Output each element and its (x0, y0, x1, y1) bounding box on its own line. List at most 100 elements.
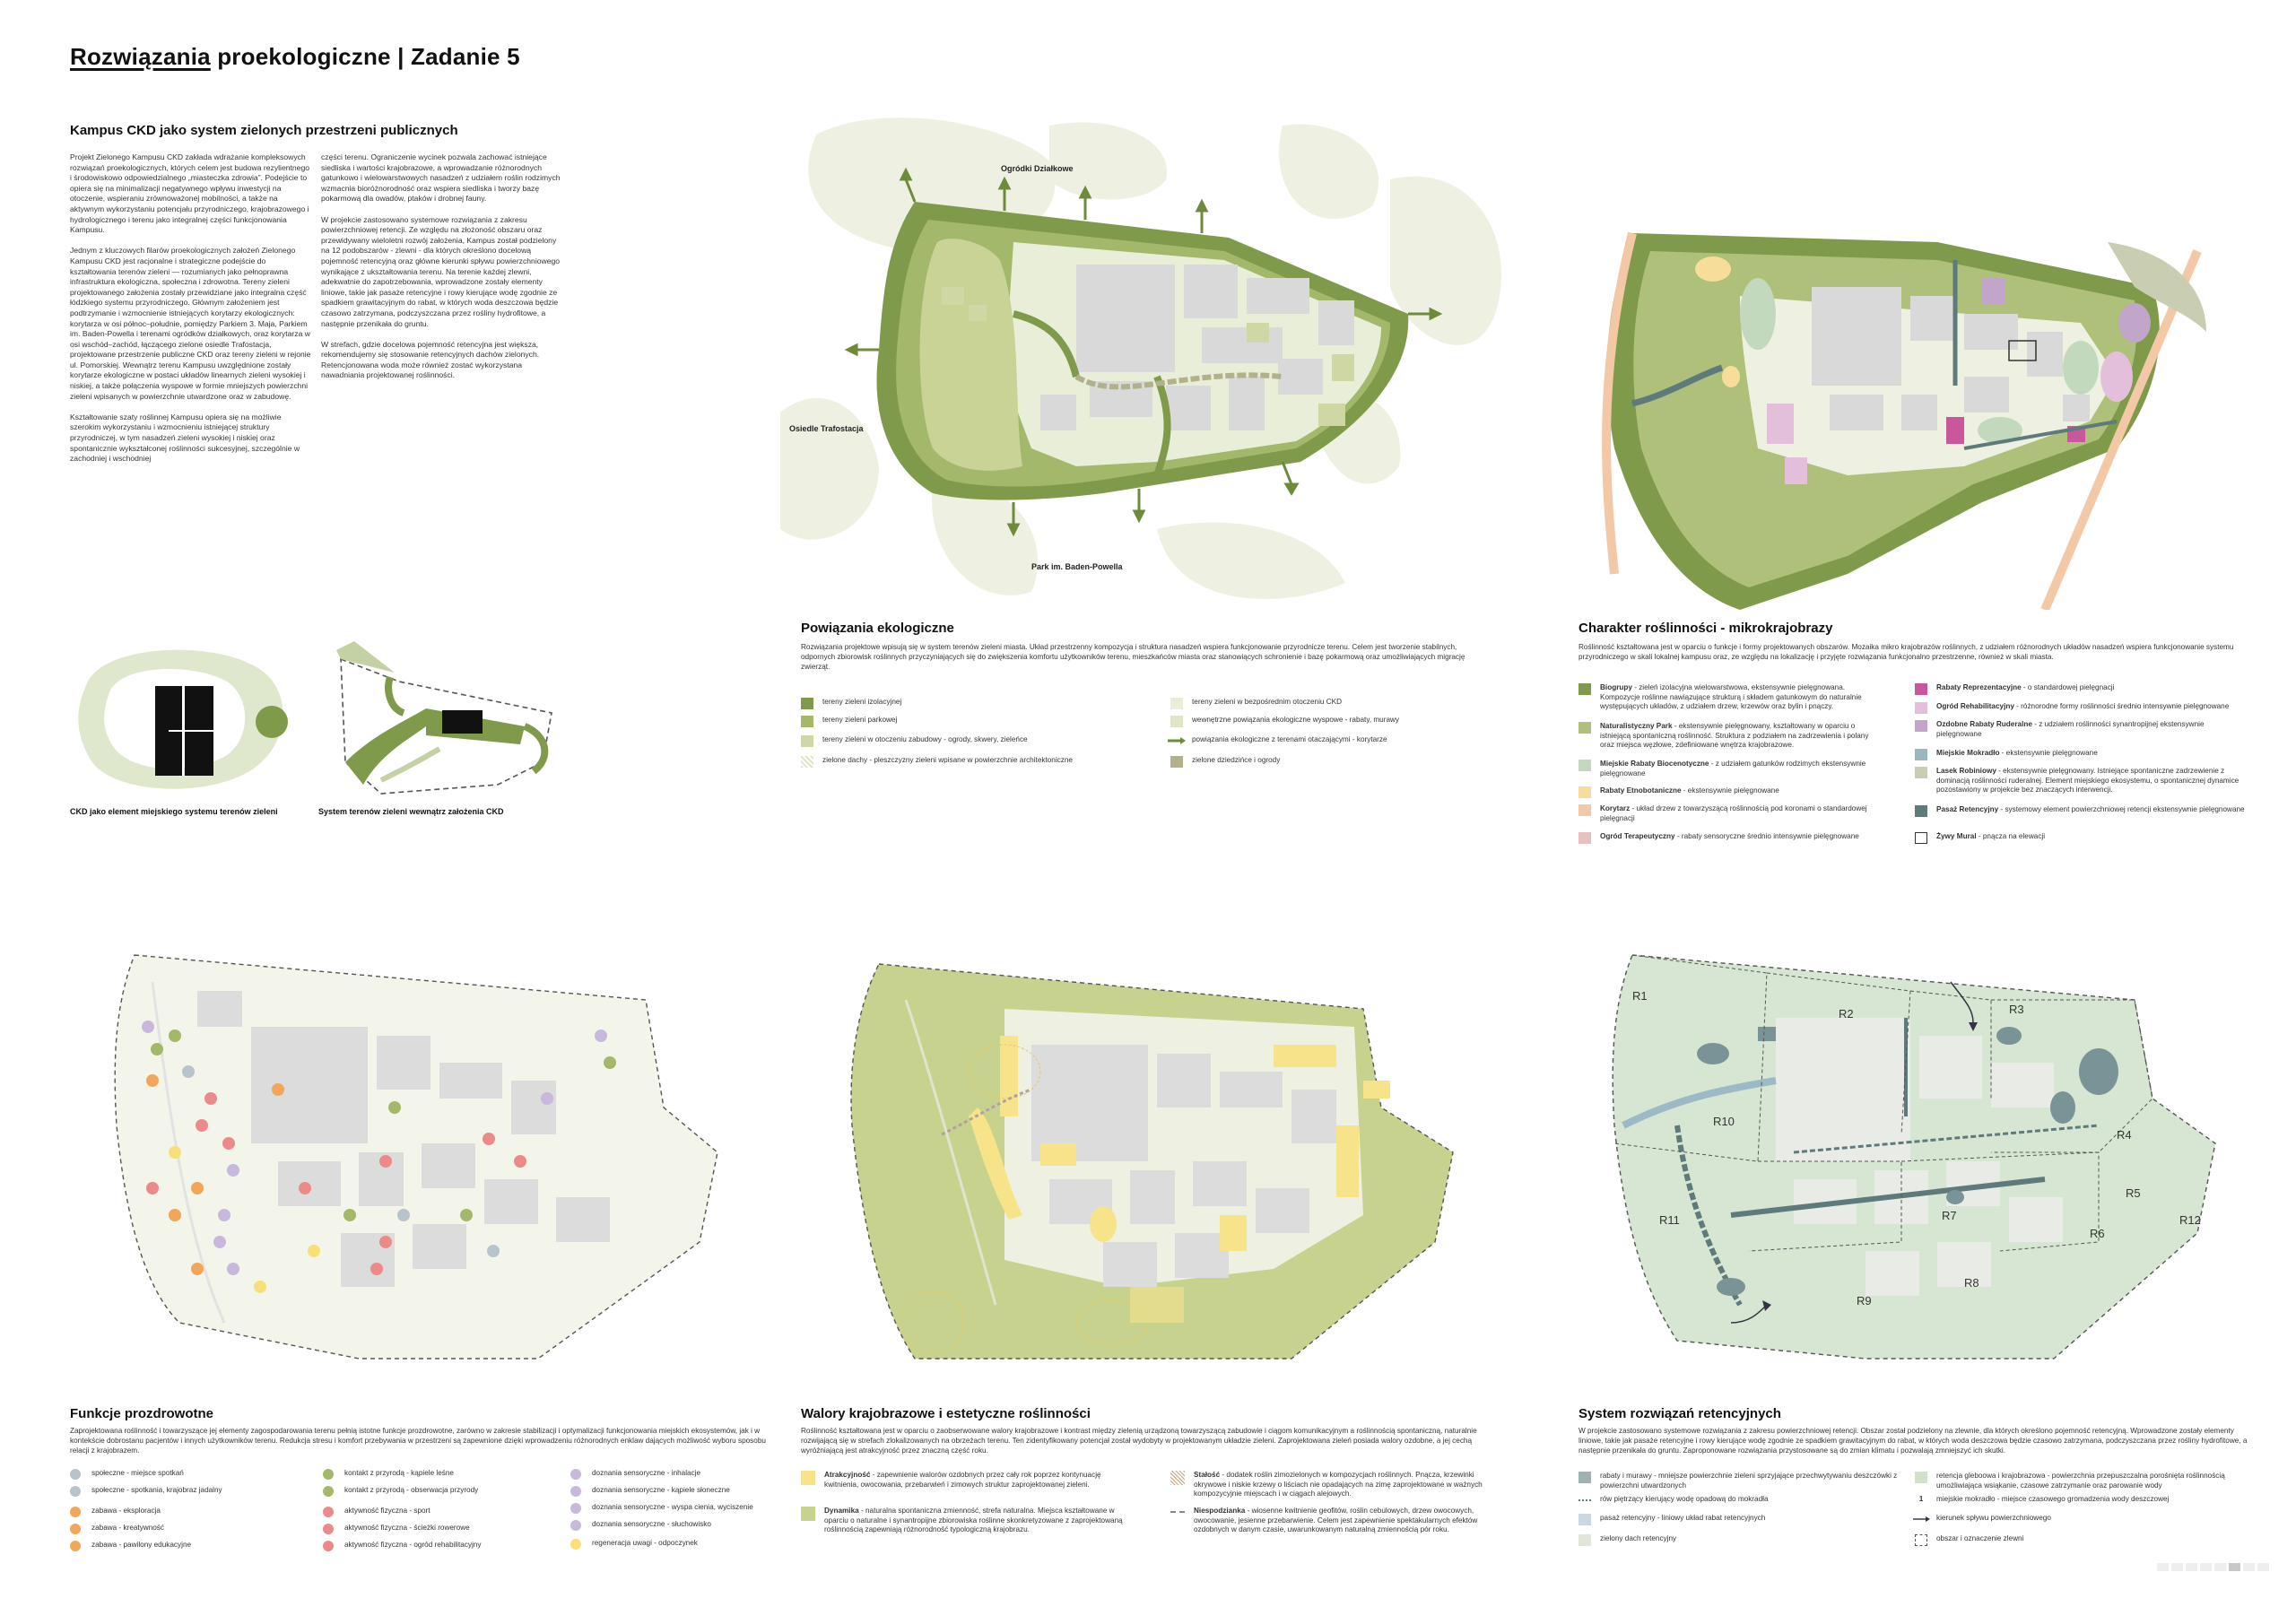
legend-label: doznania sensoryczne - wyspa cienia, wyc… (592, 1503, 753, 1511)
legend-desc: - pnącza na elewacji (1976, 832, 2046, 840)
swatch (801, 1507, 815, 1521)
dotted-line-swatch (1578, 1499, 1591, 1501)
page-indicator-active[interactable] (2229, 1563, 2240, 1571)
swatch (1170, 698, 1183, 709)
legend-name: Ogród Terapeutyczny (1600, 832, 1675, 840)
swatch (801, 735, 813, 747)
label-ogrodki: Ogródki Działkowe (1001, 164, 1074, 173)
p1-legend-5: tereny zieleni w bezpośrednim otoczeniu … (1170, 698, 1511, 709)
legend-name: Ogród Rehabilitacyjny (1936, 702, 2014, 710)
panel2-heading: Charakter roślinności - mikrokrajobrazy (1578, 621, 1833, 636)
legend-label: tereny zieleni w bezpośrednim otoczeniu … (1192, 698, 1343, 706)
title-rest: proekologiczne | Zadanie 5 (210, 43, 520, 70)
p4-legend-niespodzianka: Niespodzianka - wiosenne kwitnienie geof… (1170, 1507, 1502, 1535)
legend-name: Stałość (1194, 1471, 1221, 1479)
legend-label: regeneracja uwagi - odpoczynek (592, 1539, 698, 1547)
legend-label: aktywność fizyczna - sport (344, 1507, 430, 1515)
legend-name: Atrakcyjność (824, 1471, 871, 1479)
swatch (1915, 805, 1927, 817)
swatch (1578, 1534, 1591, 1546)
legend-text: Atrakcyjność - zapewnienie walorów ozdob… (824, 1471, 1133, 1490)
p5-legend-rabaty: rabaty i murawy - mniejsze powierzchnie … (1578, 1472, 1901, 1490)
legend-desc: - zieleń izolacyjna wielowarstwowa, ekst… (1600, 683, 1862, 710)
p1-legend-1: tereny zieleni izolacyjnej (801, 698, 1142, 709)
swatch (1578, 722, 1591, 734)
p1-legend-2: tereny zieleni parkowej (801, 716, 1142, 727)
legend-label: wewnętrzne powiązania ekologiczne wyspow… (1192, 716, 1400, 724)
legend-name: Korytarz (1600, 804, 1631, 812)
legend-text: Dynamika - naturalna spontaniczna zmienn… (824, 1507, 1133, 1535)
legend-desc: - ekstensywnie pielęgnowany, kształtowan… (1600, 722, 1869, 749)
legend-text: Korytarz - układ drzew z towarzyszącą ro… (1600, 804, 1883, 823)
p2-legend-mural: Żywy Mural - pnącza na elewacji (1915, 832, 2247, 844)
map-vegetation-character (1602, 231, 2206, 610)
legend-label: doznania sensoryczne - kąpiele słoneczne (592, 1486, 730, 1494)
p2-legend-pasaz: Pasaż Retencyjny - systemowy element pow… (1915, 805, 2247, 817)
legend-desc: - dodatek roślin zimozielonych w kompozy… (1194, 1471, 1483, 1498)
legend-name: Rabaty Reprezentacyjne (1936, 683, 2022, 691)
p1-legend-4: zielone dachy - pleszczyzny zieleni wpis… (801, 756, 1142, 768)
intro-heading: Kampus CKD jako system zielonych przestr… (70, 123, 458, 138)
legend-label: kontakt z przyrodą - obserwacja przyrody (344, 1486, 479, 1494)
marker-dot (70, 1507, 81, 1517)
marker-dot (323, 1486, 334, 1497)
legend-name: Miejskie Mokradło (1936, 749, 2000, 757)
page-indicator[interactable] (2157, 1563, 2169, 1571)
swatch (1915, 767, 1927, 778)
page-indicator[interactable] (2243, 1563, 2255, 1571)
legend-text: Ozdobne Rabaty Ruderalne - z udziałem ro… (1936, 720, 2247, 739)
legend-label: kontakt z przyrodą - kąpiele leśne (344, 1469, 454, 1477)
legend-text: Miejskie Rabaty Biocenotyczne - z udział… (1600, 760, 1883, 778)
wetland-number: 1 (1918, 1495, 1924, 1503)
p1-legend-7: powiązania ekologiczne z terenami otacza… (1168, 735, 1511, 747)
p2-legend-etnobotaniczne: Rabaty Etnobotaniczne - ekstensywnie pie… (1578, 786, 1883, 798)
map-ecological-links (780, 117, 1501, 599)
swatch (1578, 1472, 1591, 1483)
page-indicator[interactable] (2257, 1563, 2269, 1571)
marker-dot (70, 1486, 81, 1497)
panel5-heading: System rozwiązań retencyjnych (1578, 1406, 1781, 1421)
thumb-internal-green-system (336, 641, 552, 795)
legend-label: społeczne - miejsce spotkań (91, 1469, 184, 1477)
p3-legend-1: społeczne - miejsce spotkań (70, 1469, 303, 1480)
panel4-heading: Walory krajobrazowe i estetyczne roślinn… (801, 1406, 1091, 1421)
map-landscape-values (850, 963, 1454, 1359)
panel1-heading: Powiązania ekologiczne (801, 621, 954, 636)
p3-legend-11: doznania sensoryczne - inhalacje (570, 1469, 786, 1480)
p1-legend-6: wewnętrzne powiązania ekologiczne wyspow… (1170, 716, 1511, 727)
legend-desc: - o standardowej pielęgnacji (2021, 683, 2115, 691)
zone-r11: R11 (1659, 1213, 1680, 1227)
legend-desc: - wiosenne kwitnienie geofitów, roślin c… (1194, 1507, 1478, 1533)
page-indicator[interactable] (2171, 1563, 2183, 1571)
legend-desc: - zapewnienie walorów ozdobnych przez ca… (824, 1471, 1101, 1489)
thumb-right-caption: System terenów zieleni wewnątrz założeni… (318, 807, 504, 816)
legend-text: Żywy Mural - pnącza na elewacji (1936, 832, 2045, 842)
legend-desc: - różnorodne formy roślinności średnio i… (2013, 702, 2230, 710)
legend-text: Pasaż Retencyjny - systemowy element pow… (1936, 805, 2245, 815)
legend-text: Naturalistyczny Park - ekstensywnie piel… (1600, 722, 1883, 751)
page-navigation[interactable] (2157, 1563, 2269, 1571)
panel4-description: Roślinność kształtowana jest w oparciu o… (801, 1427, 1477, 1455)
dash-swatch (1170, 1511, 1185, 1513)
legend-desc: - z udziałem gatunków rodzimych ekstensy… (1600, 760, 1866, 777)
legend-text: Rabaty Reprezentacyjne - o standardowej … (1936, 683, 2114, 693)
swatch (1915, 749, 1927, 760)
zone-r10: R10 (1713, 1115, 1735, 1128)
p3-legend-2: społeczne - spotkania, krajobraz jadalny (70, 1486, 303, 1497)
page-indicator[interactable] (2186, 1563, 2197, 1571)
legend-label: powiązania ekologiczne z terenami otacza… (1192, 735, 1387, 743)
zone-r4: R4 (2117, 1128, 2132, 1142)
legend-name: Biogrupy (1600, 683, 1632, 691)
p5-legend-retencja: retencja gleboowa i krajobrazowa - powie… (1915, 1472, 2247, 1490)
legend-label: tereny zieleni parkowej (822, 716, 898, 724)
page-indicator[interactable] (2214, 1563, 2226, 1571)
swatch (1915, 720, 1927, 732)
arrow-icon (1913, 1514, 1930, 1525)
panel1-description: Rozwiązania projektowe wpisują się w sys… (801, 643, 1465, 671)
legend-label: tereny zieleni w otoczeniu zabudowy - og… (822, 735, 1028, 743)
legend-desc: - rabaty sensoryczne średnio intensywnie… (1674, 832, 1859, 840)
p3-legend-4: zabawa - kreatywność (70, 1524, 303, 1534)
p5-legend-dach: zielony dach retencyjny (1578, 1534, 1901, 1546)
page-indicator[interactable] (2200, 1563, 2212, 1571)
p3-legend-15: regeneracja uwagi - odpoczynek (570, 1539, 786, 1550)
